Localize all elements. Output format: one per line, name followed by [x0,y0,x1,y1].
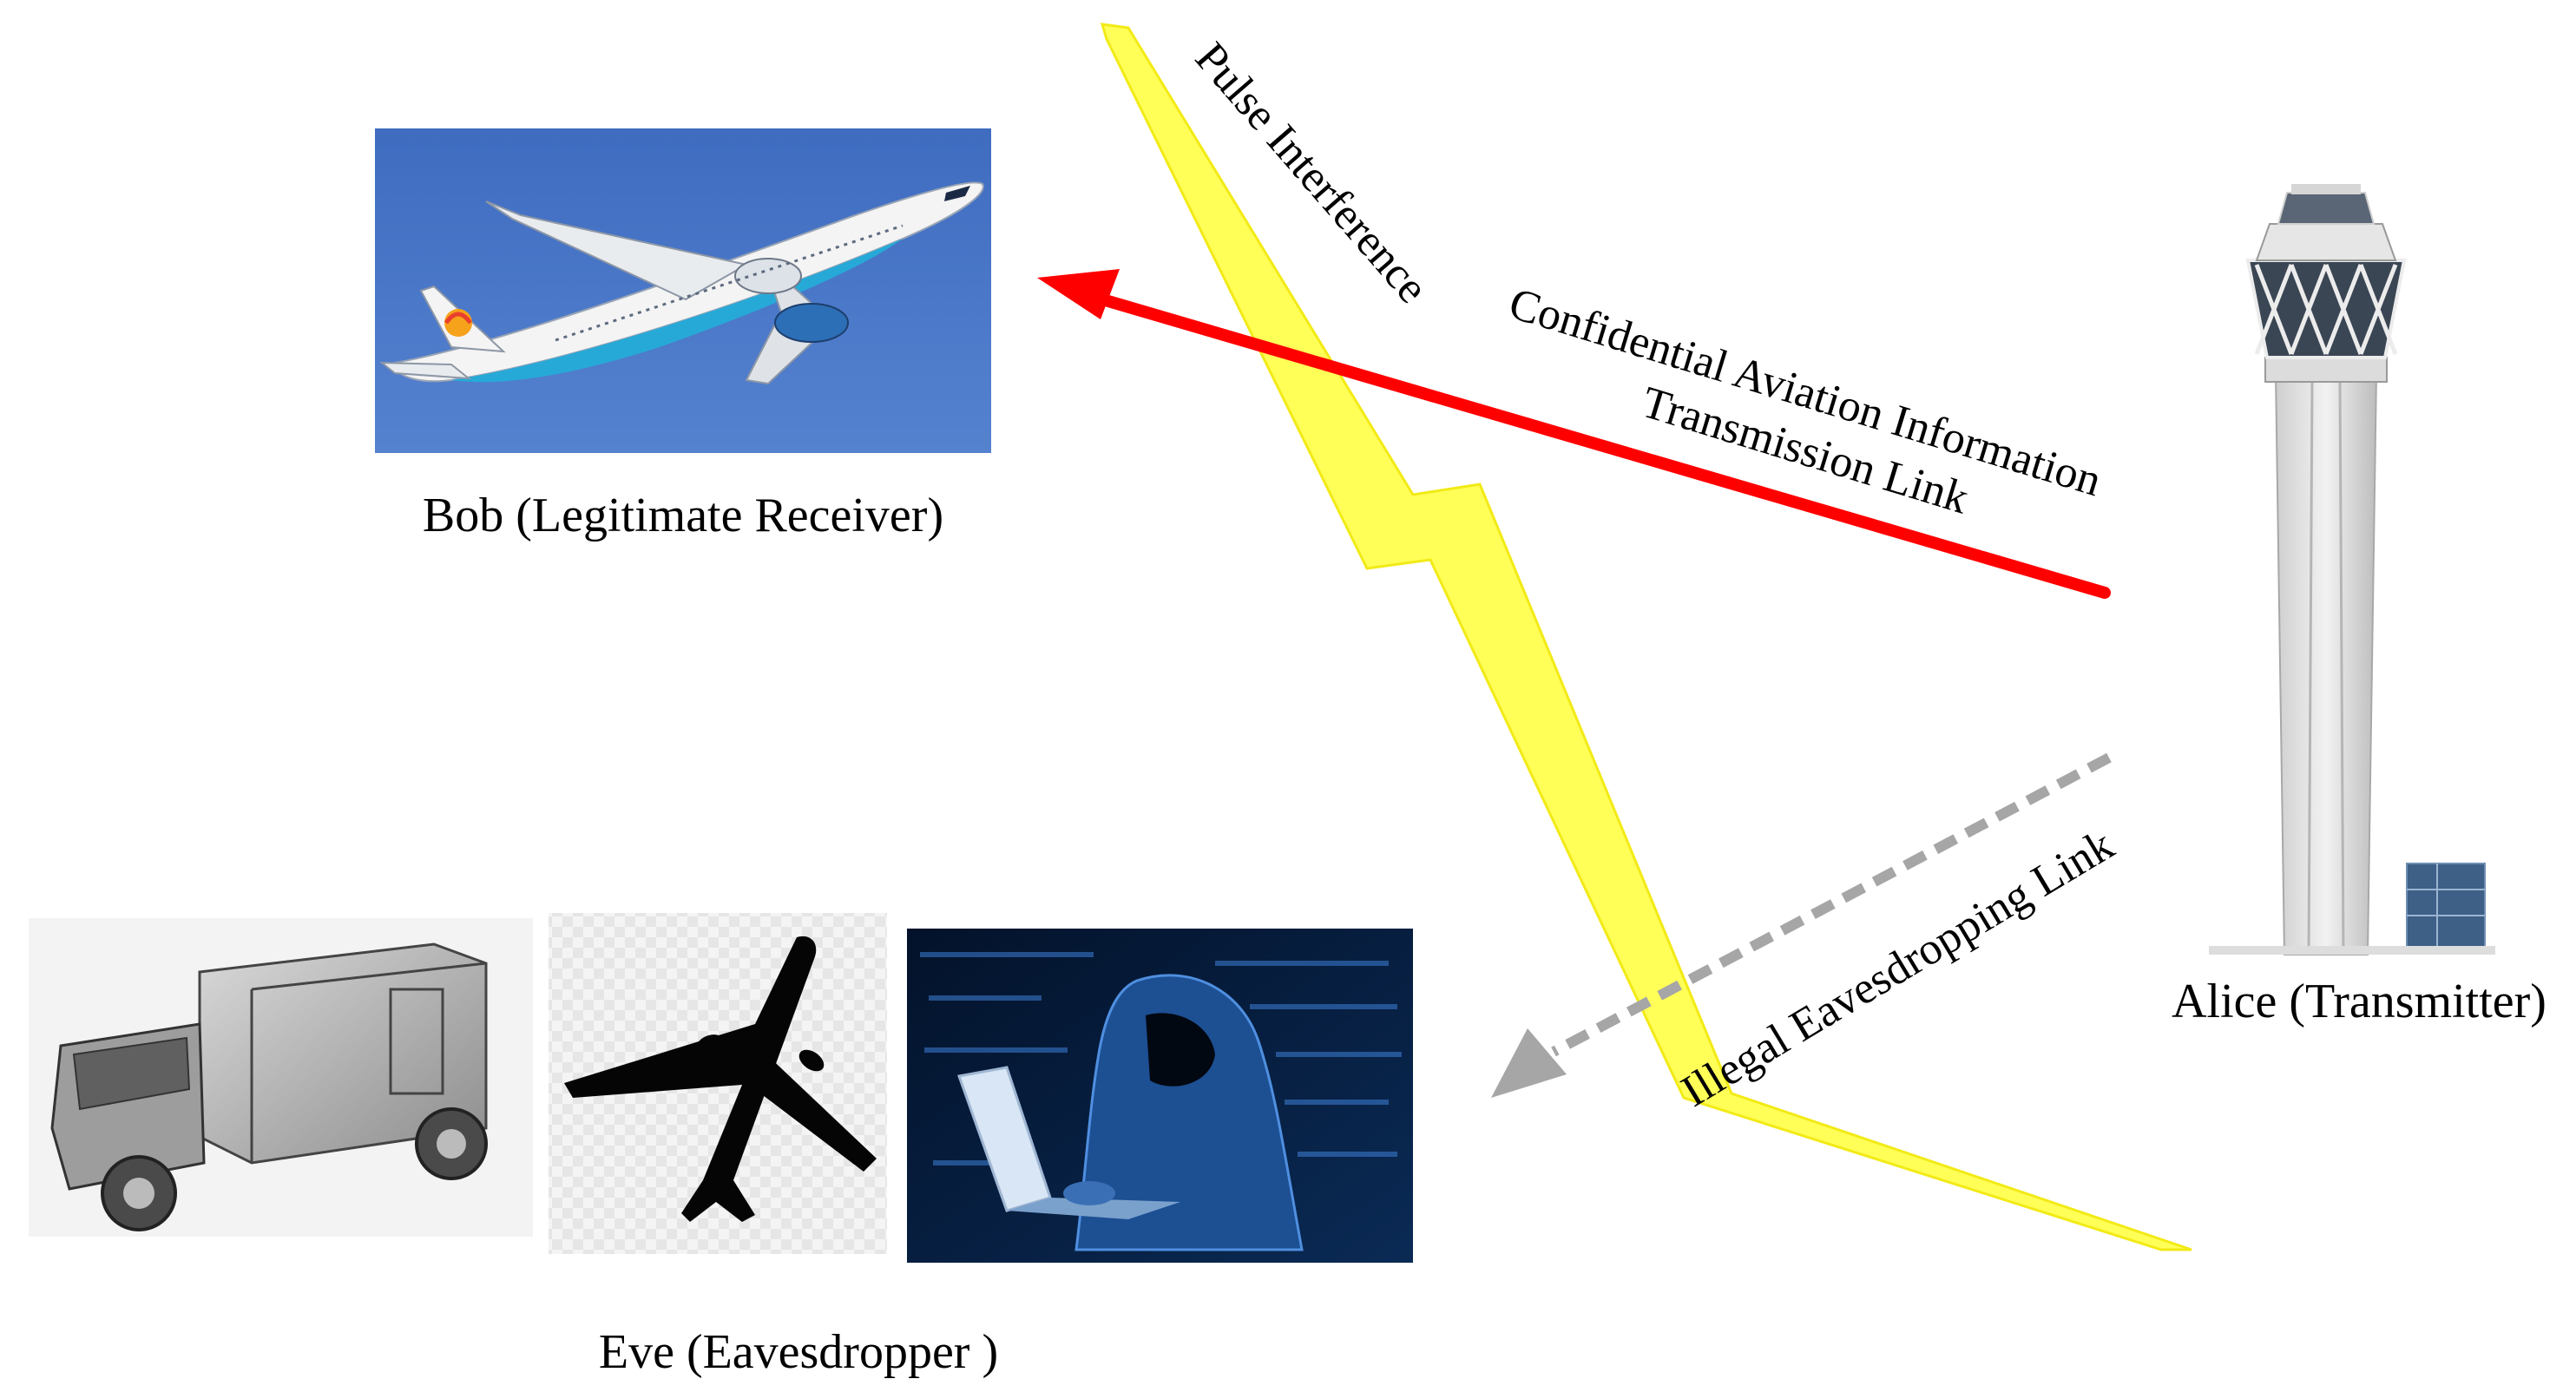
eve-plane-silhouette-image [549,913,887,1254]
eve-label: Eve (Eavesdropper ) [599,1325,998,1379]
eve-truck-image [29,918,533,1237]
eavesdrop-link-label: Illegal Eavesdropping Link [1673,820,2122,1117]
alice-tower-image [2209,184,2495,955]
confidential-link-arrow [1037,269,2111,599]
bob-label: Bob (Legitimate Receiver) [423,489,943,542]
eve-hacker-image [907,929,1413,1263]
alice-label: Alice (Transmitter) [2172,975,2546,1028]
bob-aircraft-image [375,128,991,453]
eavesdrop-link-arrow [1491,752,2112,1098]
